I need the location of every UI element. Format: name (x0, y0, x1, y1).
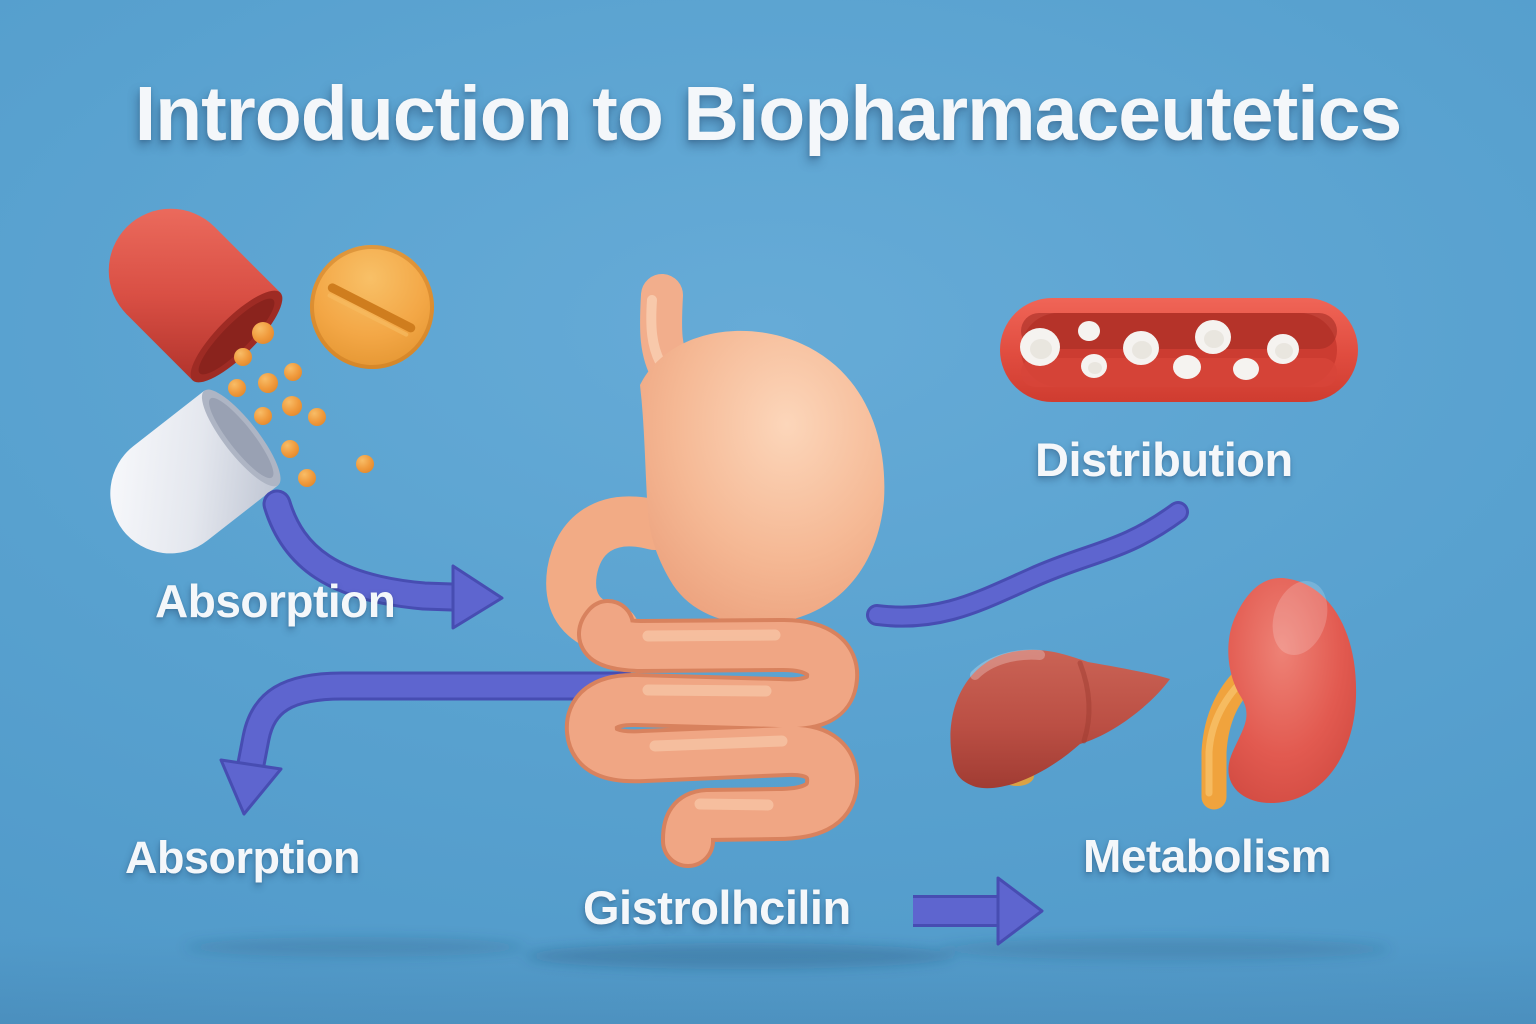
capsule-white-half (110, 389, 281, 554)
curved-arrow-down-icon (219, 671, 640, 816)
intestines-illustration (564, 599, 860, 868)
capsule-red-half (108, 208, 283, 383)
floor-shading (0, 934, 1536, 1024)
drug-granules-illustration (228, 322, 374, 487)
straight-arrow-right-icon (913, 876, 1044, 946)
label-distribution: Distribution (1035, 433, 1293, 486)
open-capsule-illustration (108, 208, 283, 554)
blood-cells (1020, 320, 1299, 380)
blood-vessel-with-cells-illustration (1000, 298, 1358, 402)
label-absorption-top: Absorption (155, 575, 396, 627)
stomach-body (640, 330, 885, 624)
floor-shadows (185, 937, 1390, 969)
label-center-caption: Gistrolhcilin (583, 881, 851, 934)
page-title: Introduction to Biopharmaceutetics (134, 71, 1403, 157)
liver-illustration (950, 649, 1170, 789)
kidney-with-ureter-illustration (1201, 577, 1357, 810)
label-absorption-bottom: Absorption (125, 832, 360, 883)
label-metabolism: Metabolism (1083, 830, 1332, 882)
tablet-pill-illustration (310, 245, 434, 369)
s-curve-line-icon (866, 501, 1189, 628)
stomach-illustration (546, 274, 885, 655)
curved-arrow-right-icon (262, 489, 504, 630)
